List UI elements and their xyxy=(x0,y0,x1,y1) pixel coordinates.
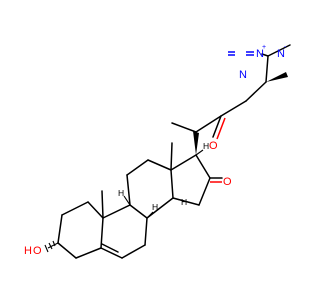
stereo-hash-bonds xyxy=(123,149,204,219)
nitrogen-3-charge: - xyxy=(284,44,287,51)
ring-b xyxy=(100,204,148,259)
ring-c xyxy=(126,159,174,219)
nitrogen-3-label: N xyxy=(277,48,285,60)
wedge-c17-c20 xyxy=(193,131,199,155)
ring-a xyxy=(57,201,104,259)
ring-ketone xyxy=(209,177,223,183)
wedge-c25-methyl xyxy=(266,72,288,82)
ring-ketone-oxygen: O xyxy=(223,176,232,188)
molecule-structure: N N + N - O O H O H H H H xyxy=(24,44,291,259)
c19-methyl xyxy=(101,190,104,219)
azide-group xyxy=(228,51,269,57)
c18-methyl xyxy=(170,142,173,171)
stereo-h-c9: H xyxy=(118,188,124,198)
nitrogen-2-charge: + xyxy=(262,44,266,51)
side-chain-ketone xyxy=(212,115,226,140)
side-chain-ketone-oxygen: O xyxy=(209,140,218,152)
angular-methyls xyxy=(101,142,173,219)
side-chain xyxy=(171,44,291,155)
nitrogen-2-label: N xyxy=(256,48,264,60)
hydroxyl-oxygen: O xyxy=(33,245,42,257)
hydroxyl-hash-bond xyxy=(44,240,59,253)
stereo-h-c17: H xyxy=(203,141,209,151)
nitrogen-1-label: N xyxy=(239,69,247,81)
hydroxyl-hydrogen: H xyxy=(24,245,32,257)
double-bond-c5-c6 xyxy=(101,243,119,253)
stereo-h-c8: H xyxy=(152,202,158,212)
stereo-h-c14: H xyxy=(181,197,187,207)
ring-d xyxy=(170,154,211,206)
